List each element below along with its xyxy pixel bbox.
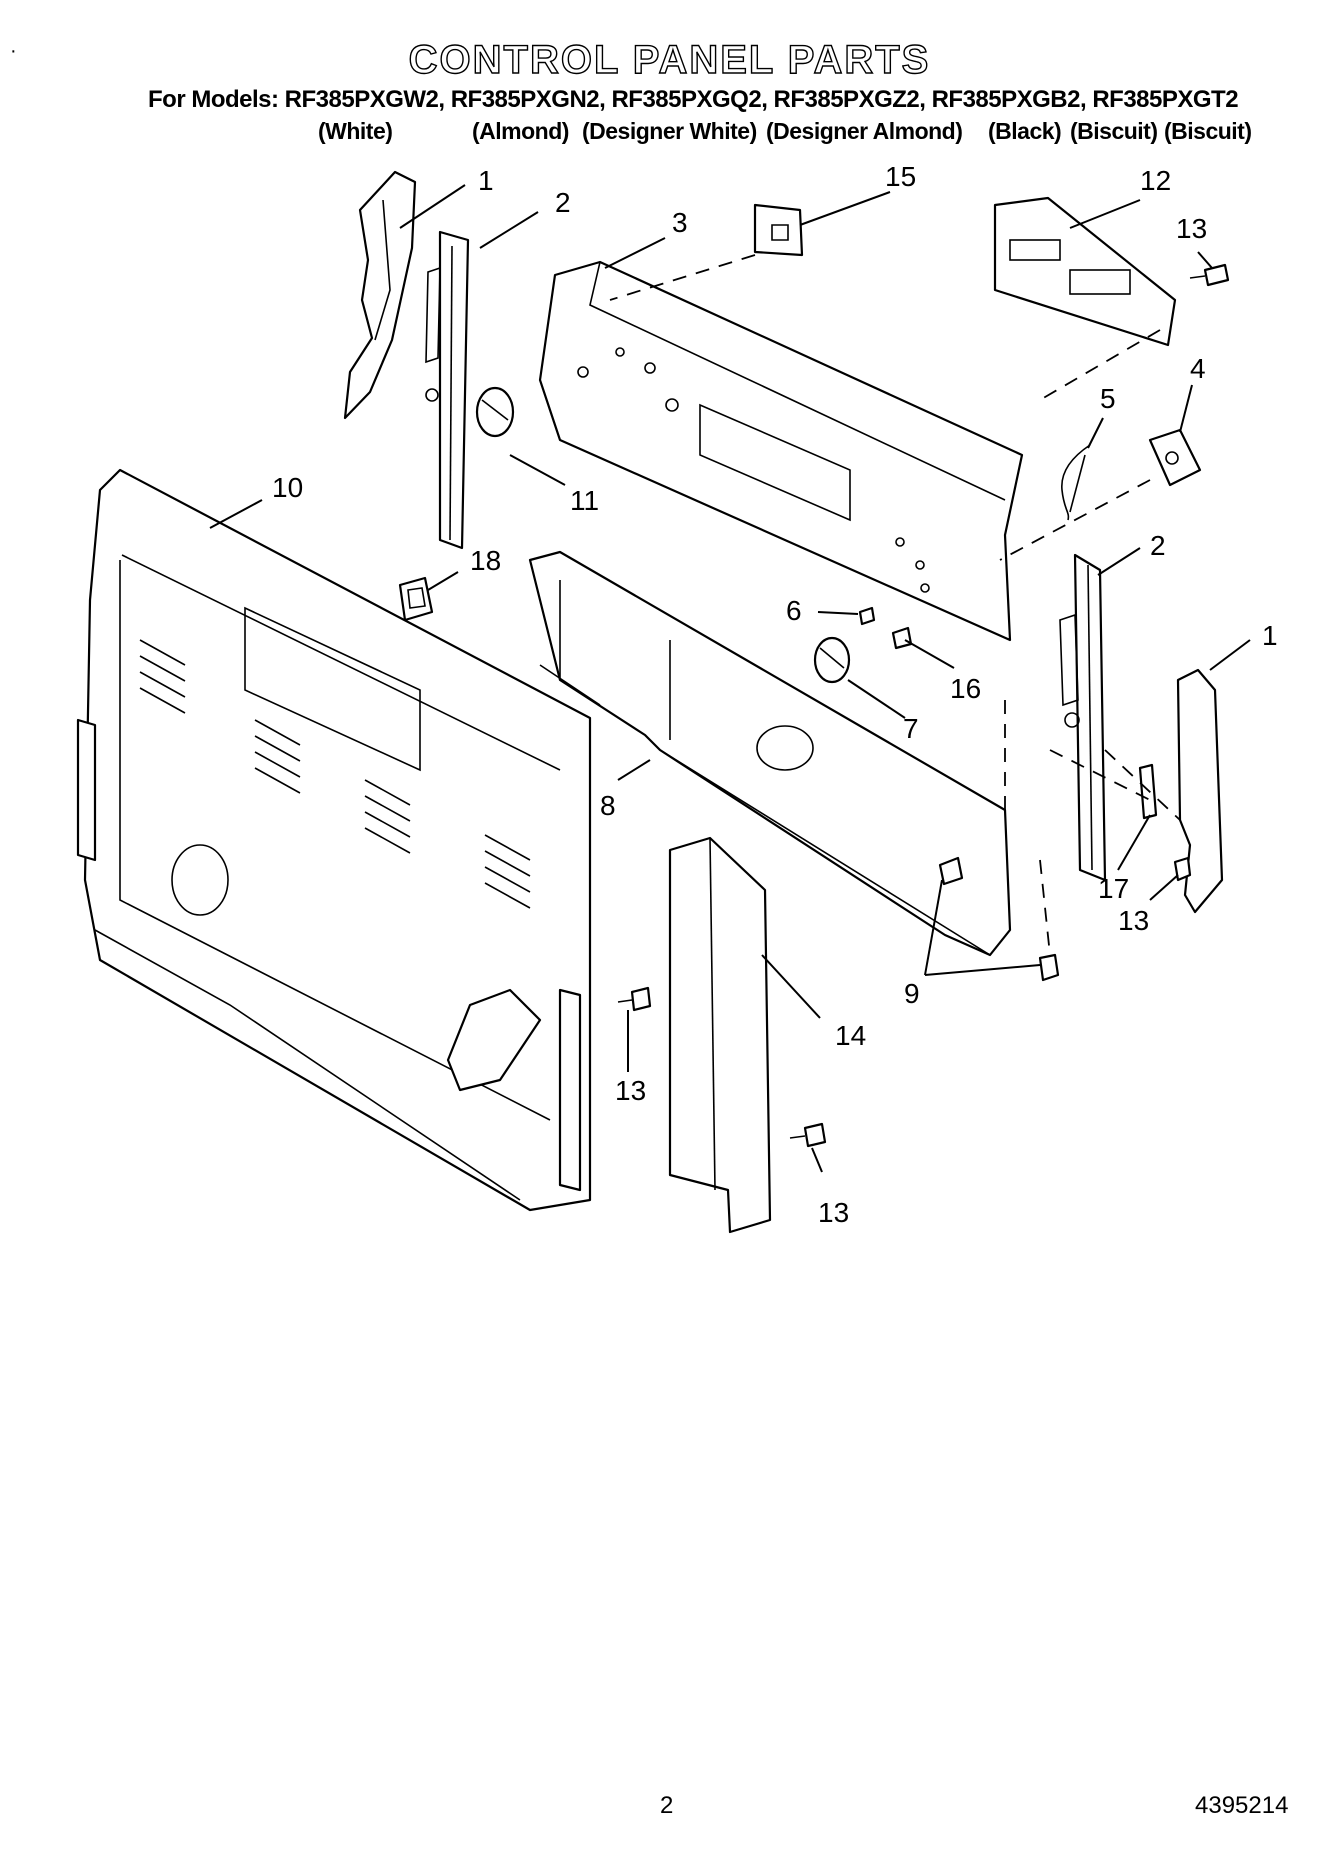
- models-line: For Models: RF385PXGW2, RF385PXGN2, RF38…: [148, 86, 1239, 113]
- part-12-display-control: [993, 196, 1177, 347]
- part-14-side-bracket: [668, 836, 772, 1234]
- callout-15: 15: [885, 161, 916, 192]
- callout-3: 3: [672, 207, 688, 238]
- callout-1-left: 1: [478, 165, 494, 196]
- part-16-screw: [891, 626, 913, 650]
- part-6-screw: [858, 606, 876, 626]
- part-18-clip: [398, 576, 434, 622]
- stray-mark: ·: [10, 40, 17, 62]
- part-5-wire-harness: [1061, 444, 1091, 521]
- callout-11: 11: [570, 485, 599, 516]
- callout-13-lower-left: 13: [615, 1075, 646, 1106]
- callout-labels: 1 2 3 15 12 13 5 4 11 10 18 2 6 16 1 7 8…: [272, 161, 1278, 1228]
- callout-2-left: 2: [555, 187, 571, 218]
- part-17-clip: [1138, 763, 1158, 820]
- callout-18: 18: [470, 545, 501, 576]
- callout-13-lower-middle: 13: [818, 1197, 849, 1228]
- color-black: (Black): [988, 118, 1062, 144]
- color-almond: (Almond): [472, 118, 569, 144]
- page-number: 2: [660, 1792, 674, 1819]
- color-biscuit-2: (Biscuit): [1164, 118, 1252, 144]
- page-title: CONTROL PANEL PARTS: [408, 37, 931, 82]
- part-2-left-bracket: [425, 230, 470, 550]
- callout-6: 6: [786, 595, 802, 626]
- part-13-screw-right: [1173, 856, 1192, 882]
- leader-lines: [209, 184, 1251, 1173]
- part-7-knob: [813, 636, 851, 684]
- color-designer-white: (Designer White): [582, 118, 757, 144]
- color-biscuit-1: (Biscuit): [1070, 118, 1158, 144]
- part-9-screws: [938, 856, 1060, 982]
- part-2-right-bracket: [1059, 553, 1107, 882]
- callout-7: 7: [903, 713, 919, 744]
- part-13-screw-top-right: [1189, 263, 1230, 287]
- callout-13-right: 13: [1118, 905, 1149, 936]
- color-white: (White): [318, 118, 393, 144]
- callout-10: 10: [272, 472, 303, 503]
- callout-1-right: 1: [1262, 620, 1278, 651]
- part-1-right-endcap: [1176, 668, 1224, 914]
- callout-17: 17: [1098, 873, 1129, 904]
- callout-5: 5: [1100, 383, 1116, 414]
- callout-12: 12: [1140, 165, 1171, 196]
- callout-4: 4: [1190, 353, 1206, 384]
- callout-8: 8: [600, 790, 616, 821]
- callout-9: 9: [904, 978, 920, 1009]
- part-1-left-endcap: [343, 170, 417, 420]
- part-13-screw-lower-middle: [789, 1122, 827, 1148]
- part-8-shield: [528, 550, 1012, 957]
- part-13-screw-lower-left: [617, 986, 652, 1012]
- part-10-back-panel: [76, 468, 592, 1212]
- callout-14: 14: [835, 1020, 866, 1051]
- callout-2-right: 2: [1150, 530, 1166, 561]
- part-4-switch: [1148, 428, 1202, 487]
- part-3-control-panel: [538, 260, 1024, 642]
- callout-16: 16: [950, 673, 981, 704]
- callout-13-top-right: 13: [1176, 213, 1207, 244]
- alignment-lines: [609, 254, 1181, 956]
- part-11-knob: [475, 386, 515, 438]
- part-15-switch: [753, 203, 804, 257]
- document-number: 4395214: [1195, 1792, 1289, 1819]
- color-designer-almond: (Designer Almond): [766, 118, 963, 144]
